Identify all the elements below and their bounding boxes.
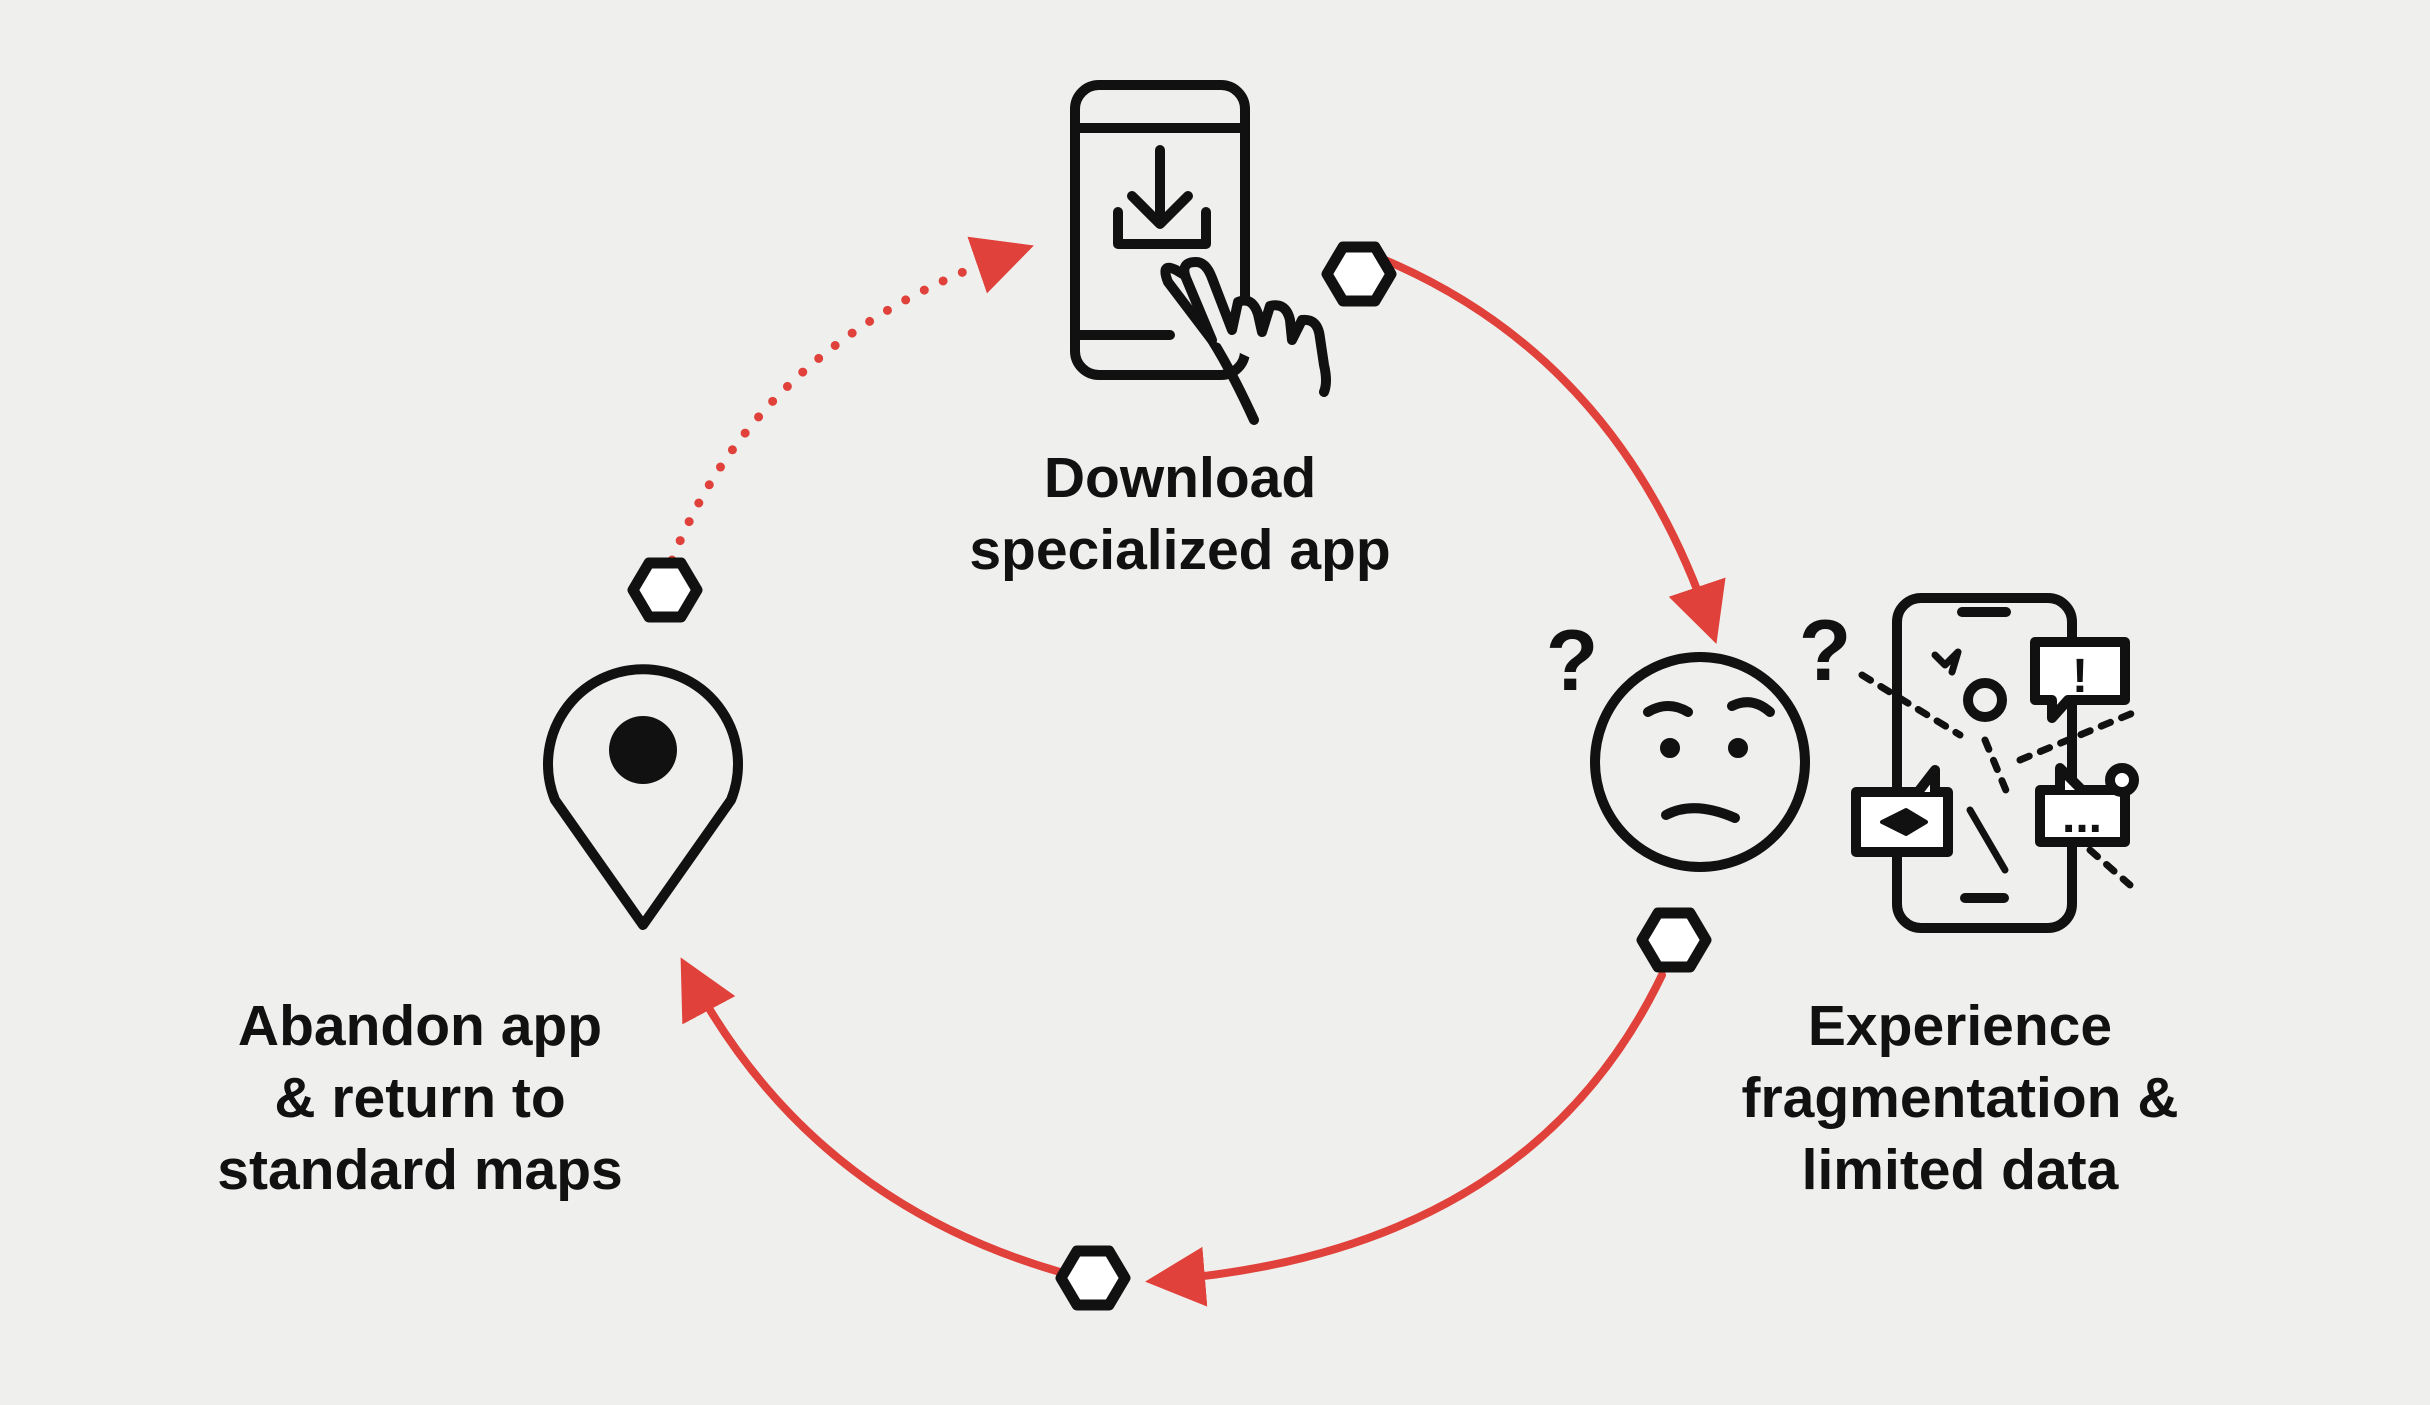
- ellipsis-mark: ...: [2062, 790, 2102, 843]
- alert-mark: !: [2072, 650, 2088, 703]
- arrow-experience-to-abandon: [1145, 971, 1666, 1307]
- hexagon-node-bottom: [1055, 1245, 1131, 1311]
- step-label-abandon: Abandon app & return to standard maps: [217, 994, 623, 1202]
- step-label-download: Download specialized app: [969, 446, 1391, 582]
- map-pin-icon: [543, 664, 743, 930]
- confused-face-icon: [1590, 652, 1810, 872]
- hexagon-node-abandon-out: [627, 557, 703, 623]
- arrow-abandon-to-download-dotted: [667, 236, 1034, 565]
- hexagon-node-download-out: [1321, 241, 1397, 307]
- hexagon-nodes: [627, 241, 1712, 1311]
- phone-download-tap-icon: [1070, 80, 1331, 425]
- connector-arrows: [667, 236, 1726, 1307]
- hexagon-node-experience-out: [1636, 907, 1712, 973]
- arrow-abandon-to-download-start: [680, 957, 1064, 1276]
- question-mark-left: ?: [1546, 613, 1599, 709]
- question-mark-right: ?: [1799, 603, 1852, 699]
- step-label-experience: Experience fragmentation & limited data: [1741, 994, 2179, 1202]
- decoration-marks: ? ? ! ...: [1546, 603, 2102, 843]
- arrow-download-to-experience: [1381, 256, 1726, 644]
- fragmented-phone-icon: [1851, 593, 2144, 933]
